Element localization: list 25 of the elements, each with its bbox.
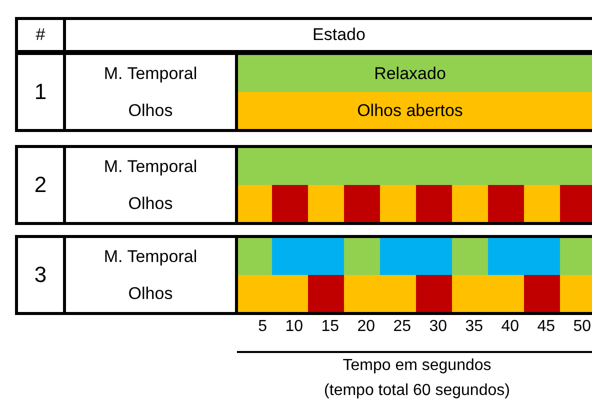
axis-title: Tempo em segundos <box>342 357 492 375</box>
table-header: # <box>36 25 46 45</box>
row-label: Olhos <box>127 193 174 215</box>
tick-label: 45 <box>536 318 555 336</box>
row-number: 2 <box>34 172 47 198</box>
tick-label: 15 <box>320 318 339 336</box>
row-label: Olhos <box>127 283 174 305</box>
tick-label: 5 <box>257 318 267 336</box>
tick-label: 20 <box>356 318 375 336</box>
row-label: M. Temporal <box>102 246 198 268</box>
tick-label: 35 <box>464 318 483 336</box>
state-bar: Olhos abertos <box>238 92 592 129</box>
tick-label: 10 <box>284 318 303 336</box>
tick-label: 25 <box>392 318 411 336</box>
row-label: Olhos <box>127 100 174 122</box>
row-number: 1 <box>34 79 47 105</box>
axis-title: (tempo total 60 segundos) <box>323 382 511 400</box>
table-header: Estado <box>312 24 366 46</box>
row-label: M. Temporal <box>102 63 198 85</box>
state-bar: Relaxado <box>238 55 592 92</box>
row-label: M. Temporal <box>102 156 198 178</box>
tick-label: 40 <box>500 318 519 336</box>
tick-label: 30 <box>428 318 447 336</box>
row-number: 3 <box>34 262 47 288</box>
tick-label: 50 <box>572 318 591 336</box>
